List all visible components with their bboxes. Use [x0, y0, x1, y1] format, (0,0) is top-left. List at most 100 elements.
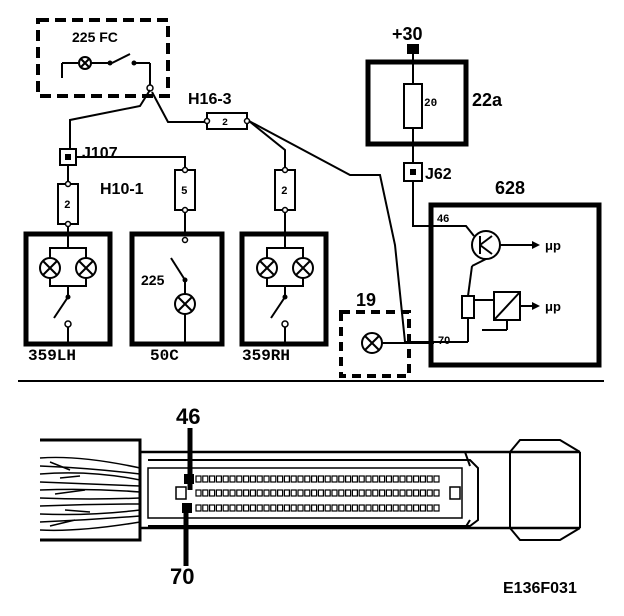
connector-pin: [290, 489, 297, 497]
lamp19-box: [339, 310, 411, 378]
connector-pin: [379, 504, 386, 512]
connector-pin: [358, 475, 365, 483]
connector-pin: [290, 475, 297, 483]
connector-pin: [209, 475, 216, 483]
conn-lh: 2: [57, 180, 79, 228]
connector-pin: [372, 475, 379, 483]
mu1-label: μp: [545, 238, 561, 253]
rh-pin: 2: [281, 186, 288, 198]
wire-j62-628: [412, 181, 475, 237]
connector-pin: [243, 504, 250, 512]
rh-label: 359RH: [242, 347, 290, 365]
connector-pin: [379, 489, 386, 497]
connector-pin: [338, 475, 345, 483]
connector-pin: [345, 504, 352, 512]
conn70-label: 70: [170, 564, 194, 589]
connector-pin: [406, 475, 413, 483]
connector-pin: [413, 504, 420, 512]
c50-box: [129, 231, 225, 347]
connector-pin: [379, 475, 386, 483]
connector-pin: [249, 504, 256, 512]
mu2-label: μp: [545, 299, 561, 314]
h16-label: H16-3: [188, 91, 232, 108]
h16-pin: 2: [222, 118, 228, 129]
h10-pin: 5: [181, 186, 188, 198]
connector-pin: [209, 489, 216, 497]
connector-pin: [256, 504, 263, 512]
ecu-connector: [39, 438, 581, 542]
connector-pin: [433, 489, 440, 497]
connector-pin: [236, 489, 243, 497]
connector-pin: [399, 475, 406, 483]
connector-pin: [392, 475, 399, 483]
connector-pin: [304, 489, 311, 497]
connector-pin: [311, 504, 318, 512]
fuse20-label: 20: [424, 98, 437, 110]
connector-pin: [270, 504, 277, 512]
connector-pin: [413, 489, 420, 497]
connector-pin: [215, 489, 222, 497]
j62-label: J62: [425, 166, 452, 183]
connector-pin: [215, 475, 222, 483]
conn46-label: 46: [176, 404, 200, 429]
pin-rows: [195, 475, 440, 512]
connector-pin: [399, 504, 406, 512]
connector-pin: [419, 504, 426, 512]
connector-pin: [345, 489, 352, 497]
connector-pin: [351, 489, 358, 497]
connector-pin: [229, 475, 236, 483]
connector-pin: [283, 475, 290, 483]
connector-pin: [419, 489, 426, 497]
connector-pin: [419, 475, 426, 483]
connector-pin: [222, 504, 229, 512]
connector-pin: [229, 504, 236, 512]
connector-pin: [270, 475, 277, 483]
connector-pin: [351, 504, 358, 512]
connector-pin: [365, 504, 372, 512]
connector-pin: [256, 489, 263, 497]
connector-pin: [243, 489, 250, 497]
connector-pin: [263, 504, 270, 512]
connector-pin: [209, 504, 216, 512]
connector-pin: [317, 475, 324, 483]
connector-pin: [256, 475, 263, 483]
lamp19-bulb: [361, 332, 434, 354]
connector-pin: [392, 504, 399, 512]
sense-circuit: [434, 291, 540, 343]
fc-box: [36, 18, 170, 98]
connector-pin: [263, 475, 270, 483]
connector-pin: [426, 489, 433, 497]
sw225-label: 225: [141, 272, 165, 288]
connector-pin: [365, 475, 372, 483]
h10-label: H10-1: [100, 181, 144, 198]
wire-h16-rh: [248, 120, 286, 170]
lh-label: 359LH: [28, 347, 76, 365]
connector-pin: [297, 475, 304, 483]
connector-pin: [202, 489, 209, 497]
connector-pin: [236, 475, 243, 483]
connector-pin: [433, 475, 440, 483]
connector-pin: [385, 504, 392, 512]
connector-pin: [304, 504, 311, 512]
connector-pin: [202, 475, 209, 483]
connector-pin: [229, 489, 236, 497]
plus30-terminal: [407, 44, 419, 54]
connector-pin: [317, 504, 324, 512]
connector-pin: [324, 489, 331, 497]
connector-pin: [249, 475, 256, 483]
connector-pin: [297, 504, 304, 512]
connector-pin: [222, 489, 229, 497]
connector-pin: [263, 489, 270, 497]
fc-switch: [61, 53, 151, 86]
connector-pin: [358, 504, 365, 512]
connector-pin: [277, 475, 284, 483]
connector-pin: [317, 489, 324, 497]
connector-pin: [351, 475, 358, 483]
wire-j107-h10: [76, 156, 186, 170]
conn-rh: 2: [274, 166, 296, 214]
c50-circuit: [170, 236, 196, 344]
rh-lamps: [256, 234, 314, 344]
connector-pin: [426, 475, 433, 483]
wire-fc-j107: [69, 89, 151, 148]
connector-pin: [277, 489, 284, 497]
